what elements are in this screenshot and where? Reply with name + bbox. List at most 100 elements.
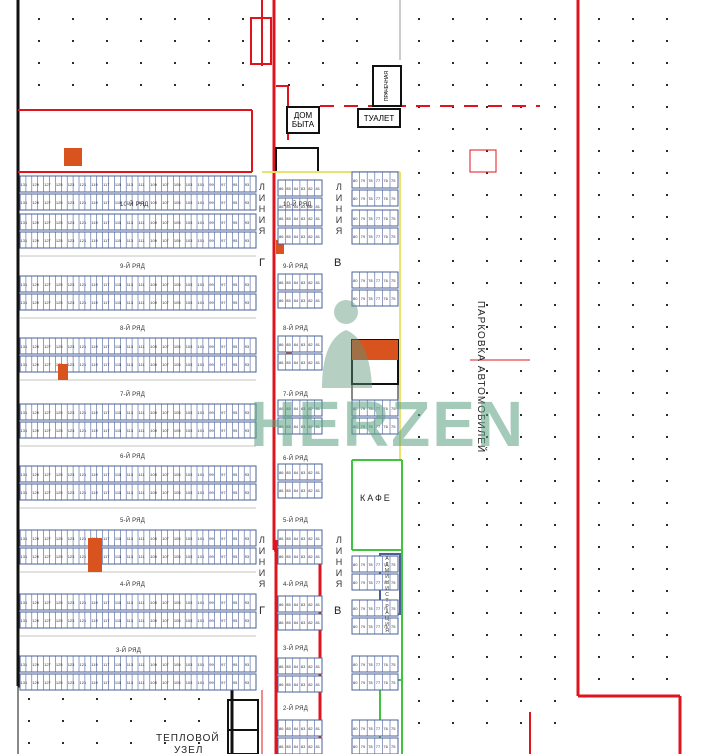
grid-dot: [452, 128, 454, 130]
stall-number: 101: [198, 182, 205, 187]
stall-number: 97: [221, 200, 226, 205]
stall-number: 103: [186, 618, 193, 623]
orange-block-3: [88, 538, 102, 572]
grid-dot: [666, 392, 668, 394]
stall-number: 115: [115, 536, 122, 541]
grid-dot: [452, 436, 454, 438]
grid-dot: [486, 414, 488, 416]
grid-dot: [288, 84, 290, 86]
stall-number: 99: [209, 554, 214, 559]
mid-stall-number: 84: [294, 342, 299, 347]
stall-number: 95: [233, 554, 238, 559]
grid-dot: [288, 62, 290, 64]
grid-dot: [598, 18, 600, 20]
grid-dot: [486, 678, 488, 680]
stall-number: 101: [198, 220, 205, 225]
stall-number: 93: [245, 554, 250, 559]
grid-dot: [418, 84, 420, 86]
stall-number: 111: [139, 600, 146, 605]
grid-dot: [632, 480, 634, 482]
stall-number: 115: [115, 200, 122, 205]
stall-number: 105: [174, 182, 181, 187]
grid-dot: [96, 742, 98, 744]
mid-stall-number: 82: [308, 620, 313, 625]
stall-number: 131: [21, 536, 28, 541]
grid-dot: [38, 40, 40, 42]
grid-dot: [632, 524, 634, 526]
grid-dot: [208, 62, 210, 64]
grid-dot: [452, 392, 454, 394]
stall-number: 115: [115, 600, 122, 605]
grid-dot: [452, 18, 454, 20]
stall-number: 95: [233, 600, 238, 605]
stall-number: 95: [233, 536, 238, 541]
grid-dot: [486, 700, 488, 702]
stall-number: 129: [32, 200, 39, 205]
mid-stall-number: 86: [279, 554, 284, 559]
right-stall-number: 79: [361, 278, 366, 283]
right-stall-number: 77: [376, 624, 381, 629]
grid-dot: [598, 304, 600, 306]
grid-dot: [62, 742, 64, 744]
row-label-mid: 6-Й РЯД: [283, 456, 308, 462]
stall-number: 109: [150, 472, 157, 477]
row-label-left: 9-Й РЯД: [120, 264, 145, 270]
grid-dot: [452, 678, 454, 680]
grid-dot: [632, 238, 634, 240]
right-stall-number: 75: [391, 580, 396, 585]
stall-number: 105: [174, 428, 181, 433]
mid-stall-number: 82: [308, 360, 313, 365]
stall-number: 115: [115, 490, 122, 495]
grid-dot: [28, 742, 30, 744]
stall-number: 131: [21, 472, 28, 477]
grid-dot: [554, 194, 556, 196]
stall-number: 113: [127, 410, 134, 415]
stall-number: 95: [233, 680, 238, 685]
right-stall-number: 78: [368, 562, 373, 567]
grid-dot: [452, 414, 454, 416]
grid-dot: [486, 656, 488, 658]
stall-number: 105: [174, 300, 181, 305]
right-stall-number: 75: [391, 726, 396, 731]
grid-dot: [554, 524, 556, 526]
mid-stall-number: 86: [279, 664, 284, 669]
grid-dot: [666, 612, 668, 614]
right-stall-number: 75: [391, 624, 396, 629]
right-stall-number: 78: [368, 606, 373, 611]
stall-number: 109: [150, 344, 157, 349]
grid-dot: [598, 282, 600, 284]
mid-stall-number: 84: [294, 204, 299, 209]
row-label-mid: 5-Й РЯД: [283, 518, 308, 524]
grid-dot: [174, 18, 176, 20]
stall-number: 117: [103, 662, 110, 667]
grid-dot: [554, 436, 556, 438]
mid-stall-number: 81: [316, 280, 321, 285]
stall-number: 117: [103, 680, 110, 685]
teplovoy-uzel-line1: ТЕПЛОВОЙ: [156, 733, 220, 744]
grid-dot: [452, 634, 454, 636]
right-stall-number: 77: [376, 744, 381, 749]
right-stall-number: 76: [383, 278, 388, 283]
stall-number: 129: [32, 618, 39, 623]
stall-number: 125: [56, 680, 63, 685]
right-stall-number: 79: [361, 406, 366, 411]
mid-stall-number: 82: [308, 726, 313, 731]
stall-number: 119: [91, 600, 98, 605]
grid-dot: [520, 392, 522, 394]
grid-dot: [598, 194, 600, 196]
right-stall-number: 80: [353, 424, 358, 429]
stall-number: 105: [174, 600, 181, 605]
stall-number: 101: [198, 618, 205, 623]
stall-number: 95: [233, 238, 238, 243]
right-stall-number: 76: [383, 624, 388, 629]
right-stall-number: 77: [376, 196, 381, 201]
stall-number: 101: [198, 200, 205, 205]
grid-dot: [666, 414, 668, 416]
stall-number: 123: [68, 662, 75, 667]
grid-dot: [632, 326, 634, 328]
row-label-left: 5-Й РЯД: [120, 518, 145, 524]
row-label-left: 10-Й РЯД: [120, 202, 149, 208]
grid-dot: [322, 84, 324, 86]
stall-number: 129: [32, 282, 39, 287]
stall-number: 107: [162, 600, 169, 605]
